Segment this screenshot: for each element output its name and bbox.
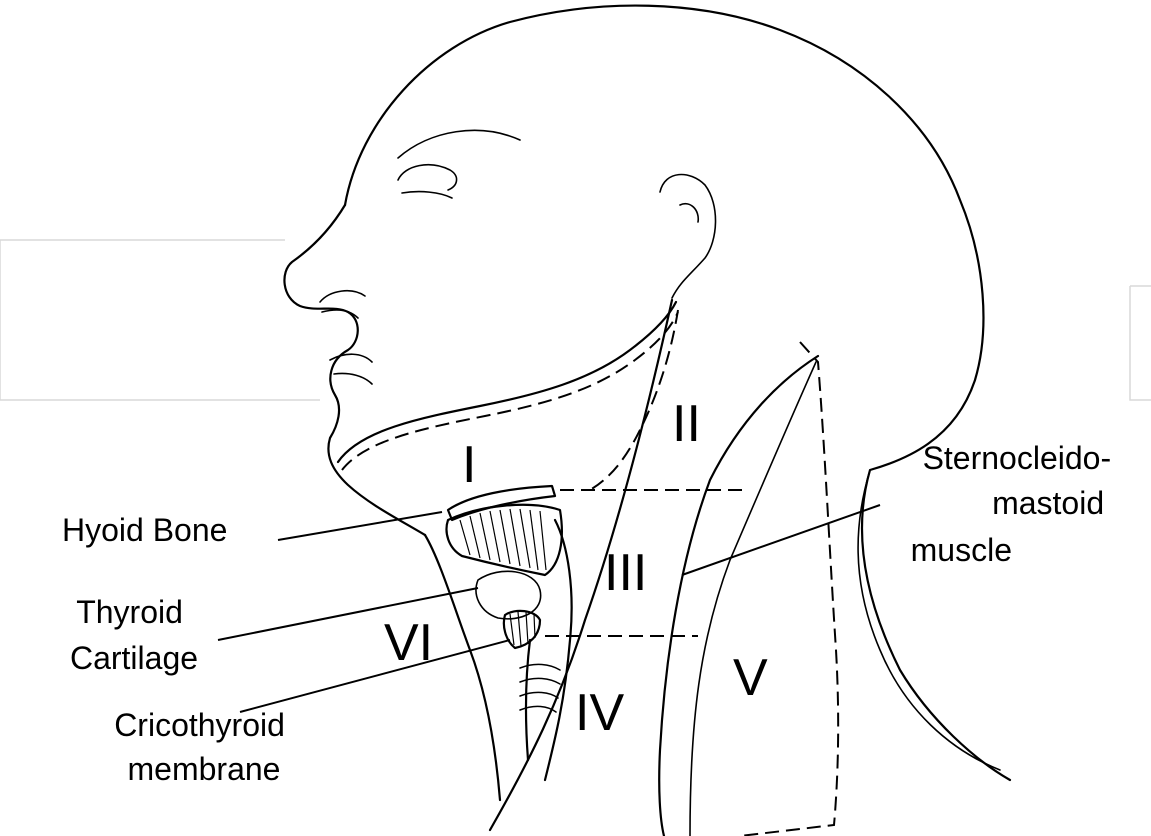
ear-detail bbox=[660, 175, 716, 298]
nostril-detail bbox=[320, 291, 365, 318]
thyroid-cartilage-leader bbox=[218, 588, 478, 640]
hyoid-bone-label: Hyoid Bone bbox=[62, 512, 227, 548]
cricothyroid-membrane-label: Cricothyroid membrane bbox=[114, 707, 294, 787]
level-ii-label: II bbox=[672, 395, 701, 453]
thyroid-cartilage-hatching bbox=[460, 509, 546, 570]
level-vi-label: VI bbox=[384, 614, 433, 672]
sternocleidomastoid-label: Sternocleido- mastoid muscle bbox=[911, 440, 1120, 568]
thyroid-cartilage-label: Thyroid Cartilage bbox=[70, 594, 198, 676]
level-v-boundary bbox=[740, 342, 838, 836]
scm-inner-border bbox=[690, 362, 816, 836]
level-i-label: I bbox=[462, 436, 476, 494]
eye-detail bbox=[398, 165, 457, 198]
level-iv-label: IV bbox=[575, 684, 624, 742]
sternocleidomastoid-leader bbox=[682, 505, 880, 575]
trachea-shape bbox=[526, 520, 572, 780]
level-v-label: V bbox=[733, 649, 768, 707]
hyoid-bone-leader bbox=[278, 512, 442, 540]
cricothyroid-membrane-leader bbox=[240, 640, 510, 712]
face-profile bbox=[284, 205, 425, 535]
jaw-line bbox=[338, 302, 676, 462]
submandibular-boundary bbox=[342, 312, 678, 470]
head-outline bbox=[345, 6, 1010, 780]
level-iii-label: III bbox=[604, 544, 647, 602]
eyebrow-detail bbox=[398, 130, 520, 158]
